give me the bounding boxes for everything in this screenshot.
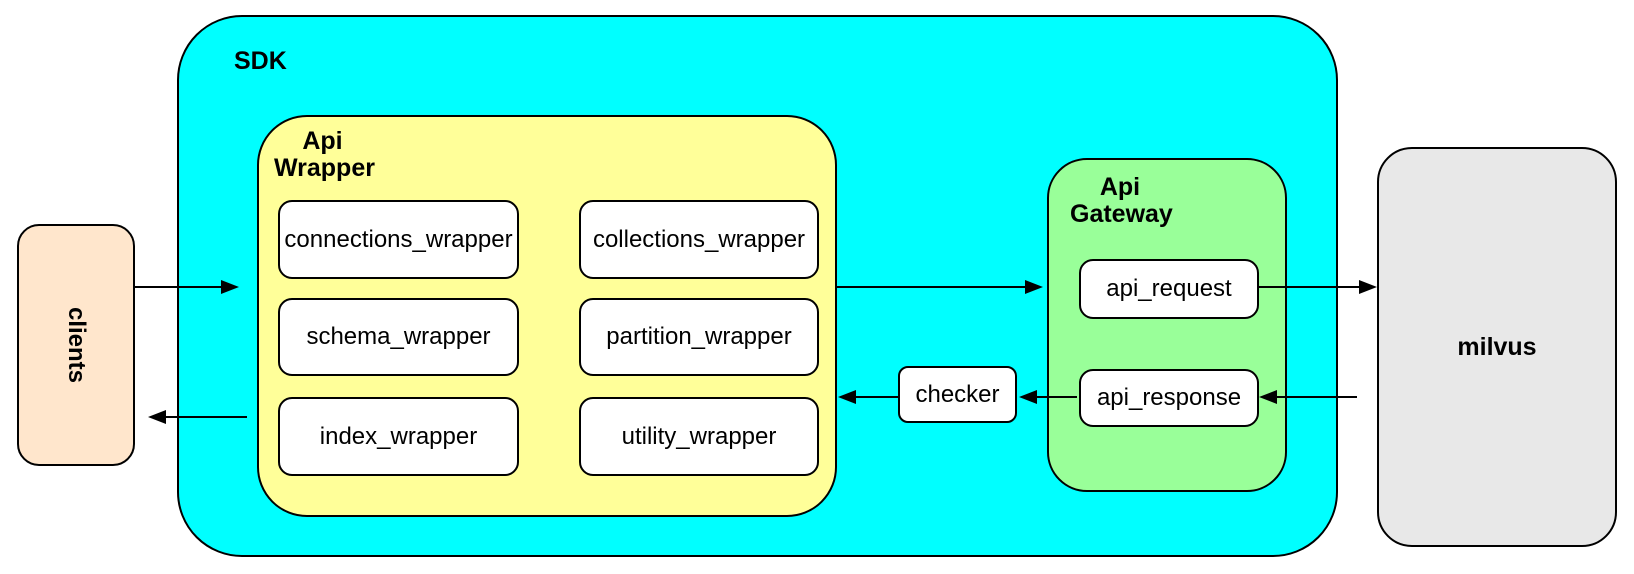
api-gateway-label-line2: Gateway (1070, 200, 1173, 228)
clients-label: clients (63, 306, 90, 384)
checker-label: checker (915, 380, 1000, 408)
milvus-label: milvus (1457, 332, 1537, 361)
api-gateway-label: Api Gateway (1070, 173, 1173, 228)
node-utility-wrapper: utility_wrapper (579, 397, 819, 476)
api-wrapper-label-line1: Api (302, 127, 343, 155)
milvus-node: milvus (1377, 147, 1617, 547)
api-gateway-label-line1: Api (1099, 173, 1141, 201)
api-wrapper-label: Api Wrapper (274, 127, 375, 182)
api-wrapper-group: Api Wrapper connections_wrapper collecti… (257, 115, 837, 517)
node-connections-wrapper: connections_wrapper (278, 200, 519, 279)
clients-node: clients (17, 224, 135, 466)
node-index-wrapper: index_wrapper (278, 397, 519, 476)
node-partition-wrapper: partition_wrapper (579, 298, 819, 376)
node-api-response: api_response (1079, 369, 1259, 427)
sdk-label: SDK (234, 47, 287, 75)
node-collections-wrapper: collections_wrapper (579, 200, 819, 279)
node-api-request: api_request (1079, 259, 1259, 319)
node-schema-wrapper: schema_wrapper (278, 298, 519, 376)
api-gateway-group: Api Gateway api_request api_response (1047, 158, 1287, 492)
checker-node: checker (898, 366, 1017, 423)
api-wrapper-label-line2: Wrapper (274, 154, 375, 182)
